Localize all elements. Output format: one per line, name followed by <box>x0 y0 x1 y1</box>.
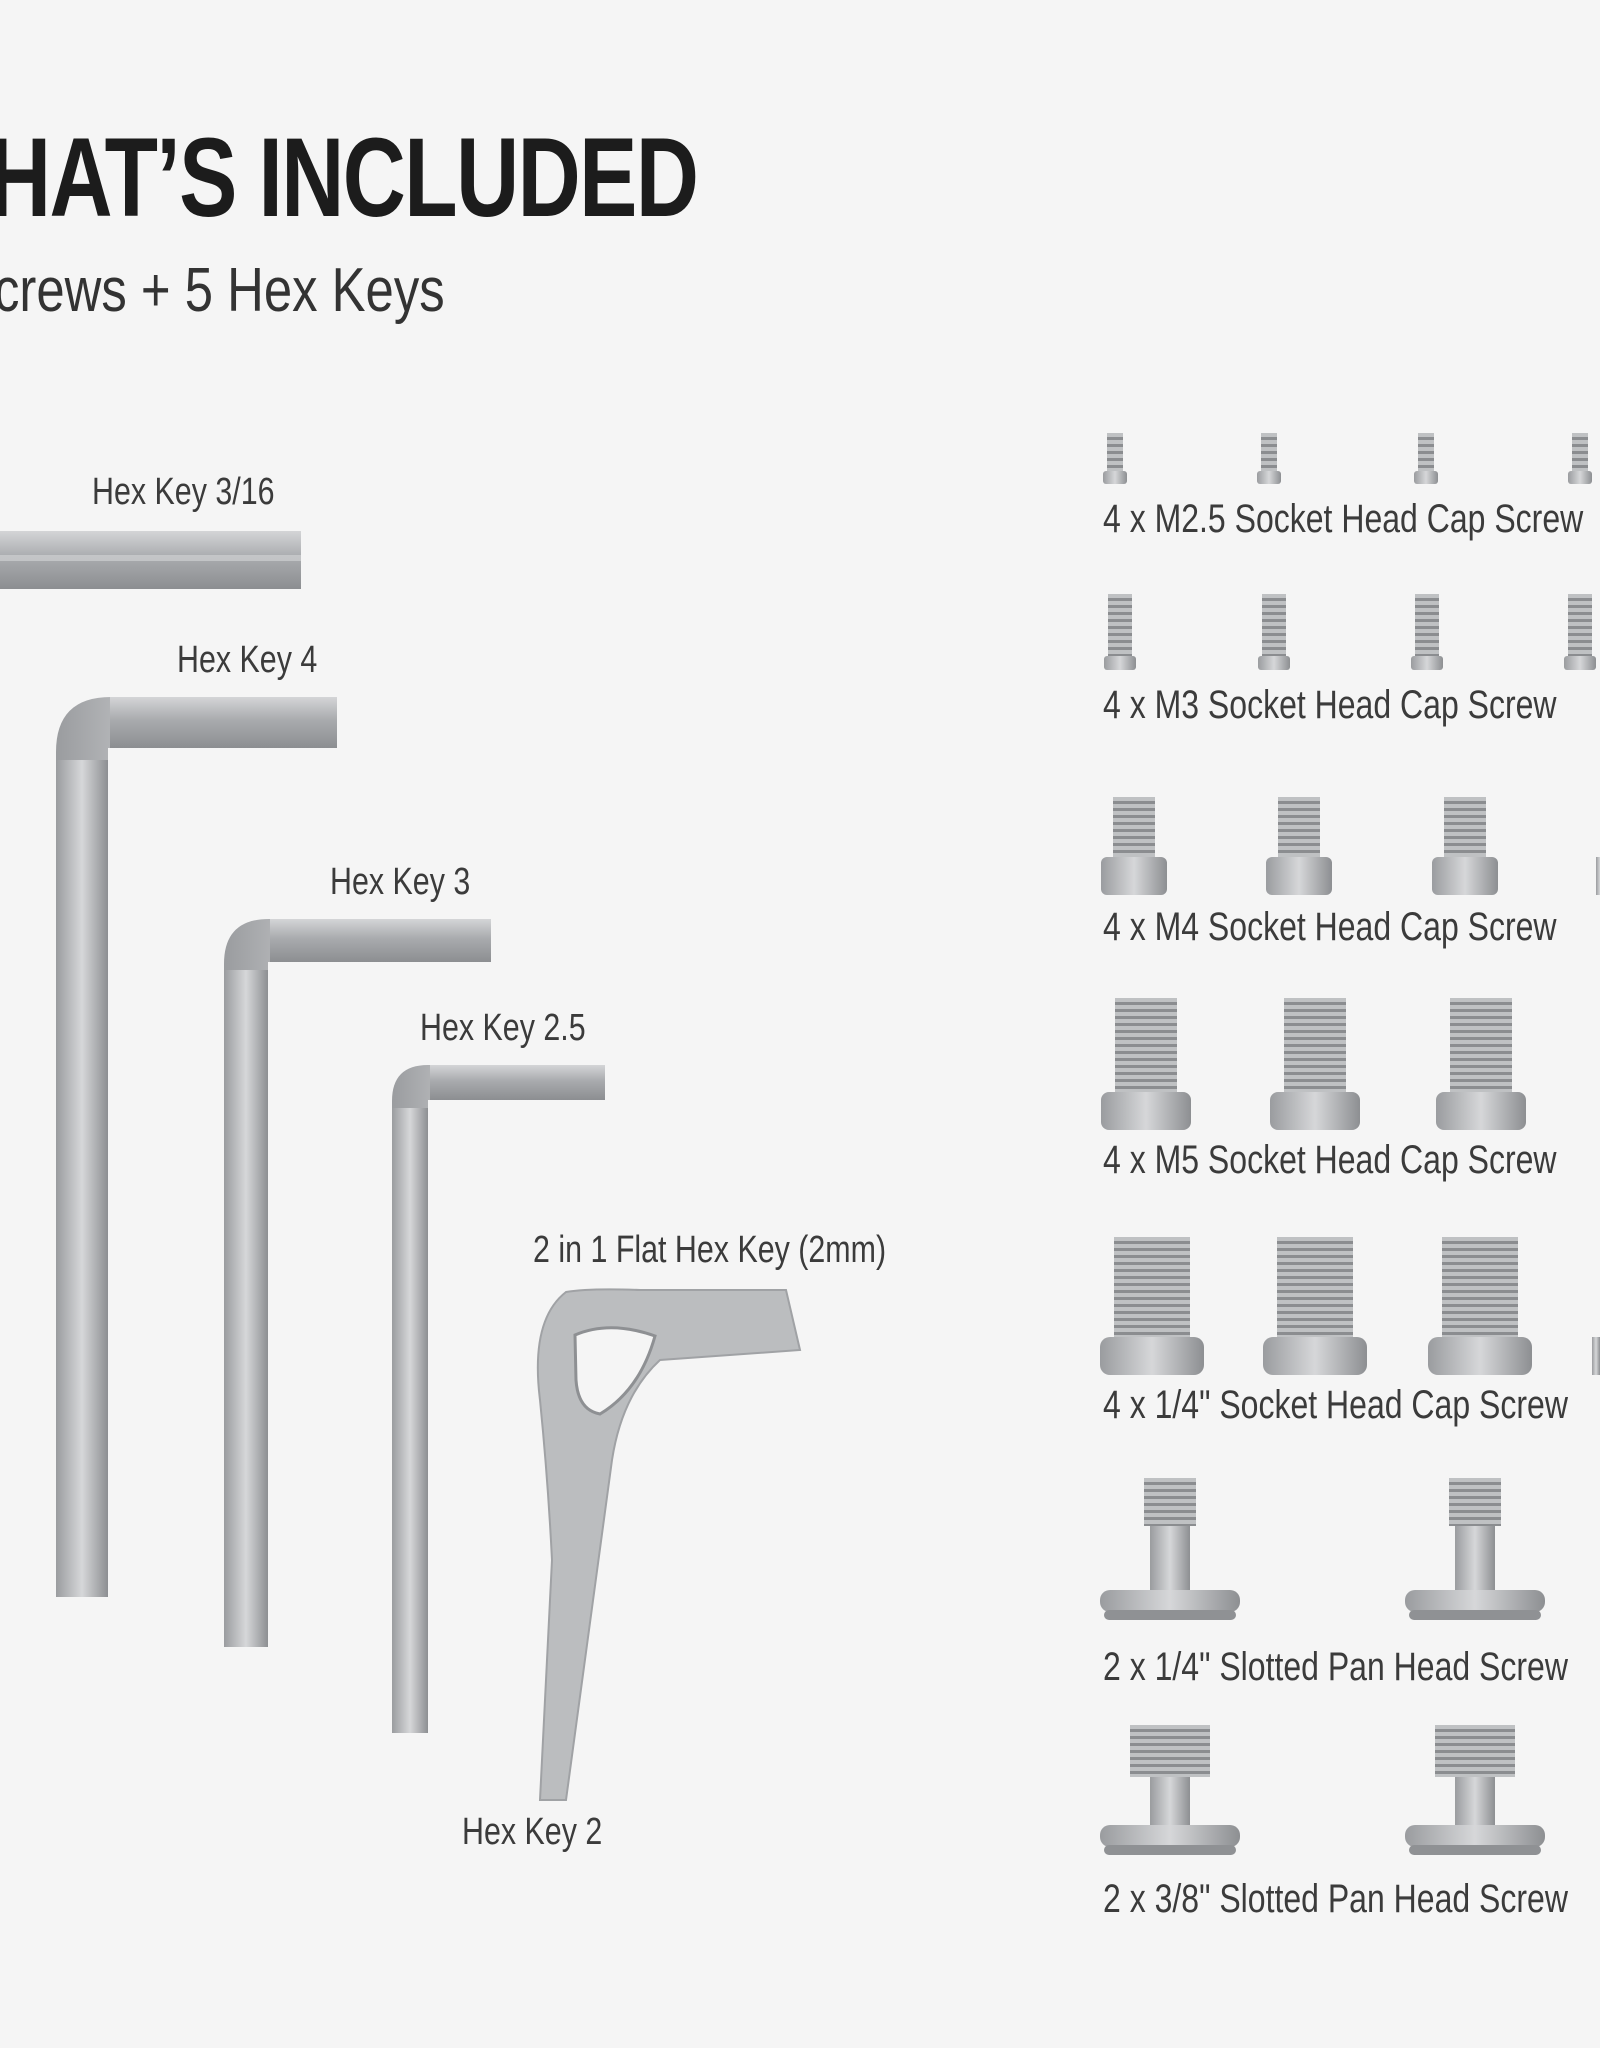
screw-label-quarter-socket: 4 x 1/4" Socket Head Cap Screw <box>1103 1383 1568 1427</box>
flat-hex-key <box>536 1288 802 1801</box>
screw-row-quarter-socket <box>1100 1237 1600 1375</box>
hex-key-3 <box>224 919 491 1647</box>
screw-label-m3: 4 x M3 Socket Head Cap Screw <box>1103 683 1557 727</box>
flat-hex-key-label: 2 in 1 Flat Hex Key (2mm) <box>533 1229 887 1271</box>
hex-key-label-3: Hex Key 3 <box>330 861 471 903</box>
screw-row-m4 <box>1101 797 1600 895</box>
screw-label-quarter-slotted: 2 x 1/4" Slotted Pan Head Screw <box>1103 1645 1568 1689</box>
hex-key-label-2: Hex Key 2 <box>462 1811 603 1853</box>
screw-row-m3 <box>1104 594 1596 670</box>
page-title: HAT’S INCLUDED <box>0 115 699 240</box>
screw-label-m2-5: 4 x M2.5 Socket Head Cap Screw <box>1103 497 1584 541</box>
screw-label-m4: 4 x M4 Socket Head Cap Screw <box>1103 905 1557 949</box>
hex-key-3-16 <box>0 531 301 589</box>
screw-row-three-eighths-slotted <box>1100 1725 1545 1855</box>
hex-key-label-2-5: Hex Key 2.5 <box>420 1007 586 1049</box>
hex-key-label-3-16: Hex Key 3/16 <box>92 471 275 513</box>
hex-key-2-5 <box>392 1065 605 1733</box>
screw-label-m5: 4 x M5 Socket Head Cap Screw <box>1103 1138 1557 1182</box>
screw-row-m5 <box>1101 998 1526 1130</box>
screw-row-quarter-slotted <box>1100 1478 1545 1620</box>
screw-row-m2-5 <box>1103 433 1592 484</box>
screw-label-three-eighths-slotted: 2 x 3/8" Slotted Pan Head Screw <box>1103 1877 1568 1921</box>
hex-key-label-4: Hex Key 4 <box>177 639 318 681</box>
page-subtitle: crews + 5 Hex Keys <box>0 256 445 325</box>
hex-key-4 <box>56 697 337 1597</box>
